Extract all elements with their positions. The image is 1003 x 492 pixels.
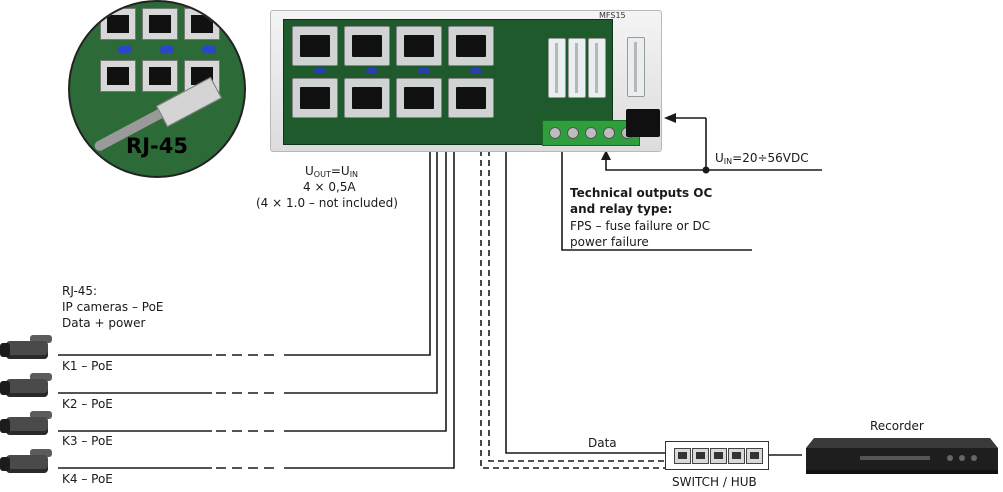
wire-technical <box>561 132 752 251</box>
arrow-into-terminal <box>601 150 611 160</box>
wire-data <box>505 150 665 454</box>
switch-port <box>746 448 763 464</box>
led-indicator <box>118 46 132 53</box>
arrow-into-jack <box>664 113 676 123</box>
recorder-label: Recorder <box>870 419 924 433</box>
wire-k3 <box>58 150 447 432</box>
wire-k4 <box>58 150 455 469</box>
data-label: Data <box>588 436 617 450</box>
rj45-caption-1: RJ-45: <box>62 284 98 298</box>
rj45-port <box>292 78 338 118</box>
technical-heading-2: and relay type: <box>570 202 673 216</box>
rj45-label: RJ-45 <box>126 134 188 158</box>
rj45-port <box>344 26 390 66</box>
rj45-port <box>396 78 442 118</box>
wire-k2 <box>58 150 438 394</box>
switch-port <box>674 448 691 464</box>
dc-power-jack <box>626 109 660 137</box>
led-indicator <box>366 68 378 74</box>
terminal-screw <box>567 127 579 139</box>
rj45-port <box>100 8 136 40</box>
camera-label-k3: K3 – PoE <box>62 434 113 448</box>
fuse <box>548 38 566 98</box>
switch-hub-device <box>665 441 769 470</box>
output-voltage-label: UOUT=UIN <box>305 164 359 179</box>
rj45-port <box>292 26 338 66</box>
camera-label-k1: K1 – PoE <box>62 359 113 373</box>
rj45-port <box>142 8 178 40</box>
wire-k1 <box>58 150 431 356</box>
rj45-port <box>344 78 390 118</box>
rj45-caption-3: Data + power <box>62 316 146 330</box>
technical-line-1: FPS – fuse failure or DC <box>570 219 711 233</box>
ip-camera-icon <box>0 371 56 401</box>
led-indicator <box>314 68 326 74</box>
wire-data-dashed <box>480 150 665 469</box>
fuse <box>588 38 606 98</box>
poe-switch-board: MFS15 <box>270 10 662 152</box>
switch-port <box>728 448 745 464</box>
led-indicator <box>418 68 430 74</box>
terminal-screw <box>549 127 561 139</box>
terminal-screw <box>603 127 615 139</box>
ip-camera-icon <box>0 409 56 439</box>
switch-label: SWITCH / HUB <box>672 475 757 489</box>
junction-dot <box>702 166 710 174</box>
fuse <box>568 38 586 98</box>
camera-label-k4: K4 – PoE <box>62 472 113 486</box>
rj45-port <box>142 60 178 92</box>
recorder-device <box>806 438 998 474</box>
board-label: MFS15 <box>599 11 626 20</box>
ip-camera-icon <box>0 333 56 363</box>
camera-label-k2: K2 – PoE <box>62 397 113 411</box>
terminal-screw <box>585 127 597 139</box>
rj45-caption-2: IP cameras – PoE <box>62 300 164 314</box>
rj45-port <box>396 26 442 66</box>
switch-port <box>692 448 709 464</box>
output-note-label: (4 × 1.0 – not included) <box>256 196 398 210</box>
rj45-port <box>448 78 494 118</box>
pcb <box>283 19 640 146</box>
rj45-port <box>448 26 494 66</box>
rj45-port <box>100 60 136 92</box>
technical-line-2: power failure <box>570 235 649 249</box>
output-current-label: 4 × 0,5A <box>303 180 356 194</box>
switch-port <box>710 448 727 464</box>
input-voltage-label: UIN=20÷56VDC <box>715 151 809 166</box>
rj45-zoom-inset: RJ-45 <box>68 0 246 178</box>
technical-heading-1: Technical outputs OC <box>570 186 713 200</box>
rj45-port <box>184 8 220 40</box>
led-indicator <box>470 68 482 74</box>
ip-camera-icon <box>0 447 56 477</box>
led-indicator <box>160 46 174 53</box>
led-indicator <box>202 46 216 53</box>
fuse <box>627 37 645 97</box>
